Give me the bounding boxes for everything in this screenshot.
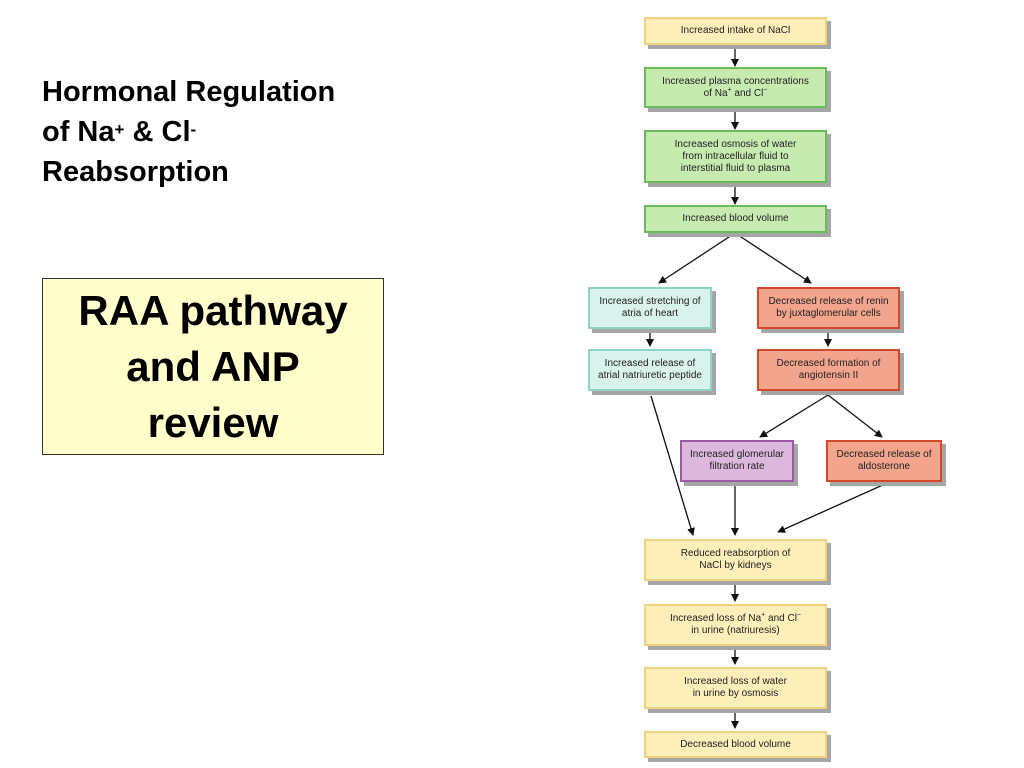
node-increased-loss-water: Increased loss of water in urine by osmo… (644, 667, 827, 709)
node-increased-blood-volume: Increased blood volume (644, 205, 827, 233)
node-increased-stretching-atria: Increased stretching of atria of heart (588, 287, 712, 329)
node-decreased-formation-angiotensin: Decreased formation of angiotensin II (757, 349, 900, 391)
node-decreased-release-renin: Decreased release of renin by juxtaglome… (757, 287, 900, 329)
slide-title: Hormonal Regulation of Na+ & Cl- Reabsor… (42, 72, 402, 192)
title-line-2b: & Cl (124, 116, 191, 148)
title-sup-1: + (114, 120, 125, 139)
title-line-3: Reabsorption (42, 156, 229, 188)
node-increased-loss-natriuresis: Increased loss of Na+ and Cl− in urine (… (644, 604, 827, 646)
title-line-1: Hormonal Regulation (42, 76, 336, 108)
node-increased-intake-nacl: Increased intake of NaCl (644, 17, 827, 45)
node-reduced-reabsorption-nacl: Reduced reabsorption of NaCl by kidneys (644, 539, 827, 581)
arrow-anp-to-reabsorption (650, 395, 695, 536)
node-increased-osmosis-water: Increased osmosis of water from intracel… (644, 130, 827, 183)
arrow-volume-to-stretching (658, 232, 736, 284)
node-decreased-blood-volume: Decreased blood volume (644, 731, 827, 758)
title-line-2a: of Na (42, 116, 115, 148)
node-decreased-release-aldosterone: Decreased release of aldosterone (826, 440, 942, 482)
arrow-angiotensin-to-gfr (759, 394, 829, 438)
title-sup-2: - (190, 120, 197, 139)
arrow-aldosterone-to-reabsorption (777, 483, 886, 533)
arrow-volume-to-renin (734, 232, 812, 284)
review-callout-box: RAA pathway and ANP review (42, 278, 384, 455)
review-callout-text: RAA pathway and ANP review (78, 286, 348, 446)
node-increased-release-anp: Increased release of atrial natriuretic … (588, 349, 712, 391)
node-increased-glomerular-filtration: Increased glomerular filtration rate (680, 440, 794, 482)
node-increased-plasma-concentrations: Increased plasma concentrations of Na+ a… (644, 67, 827, 108)
arrow-angiotensin-to-aldosterone (827, 394, 883, 438)
